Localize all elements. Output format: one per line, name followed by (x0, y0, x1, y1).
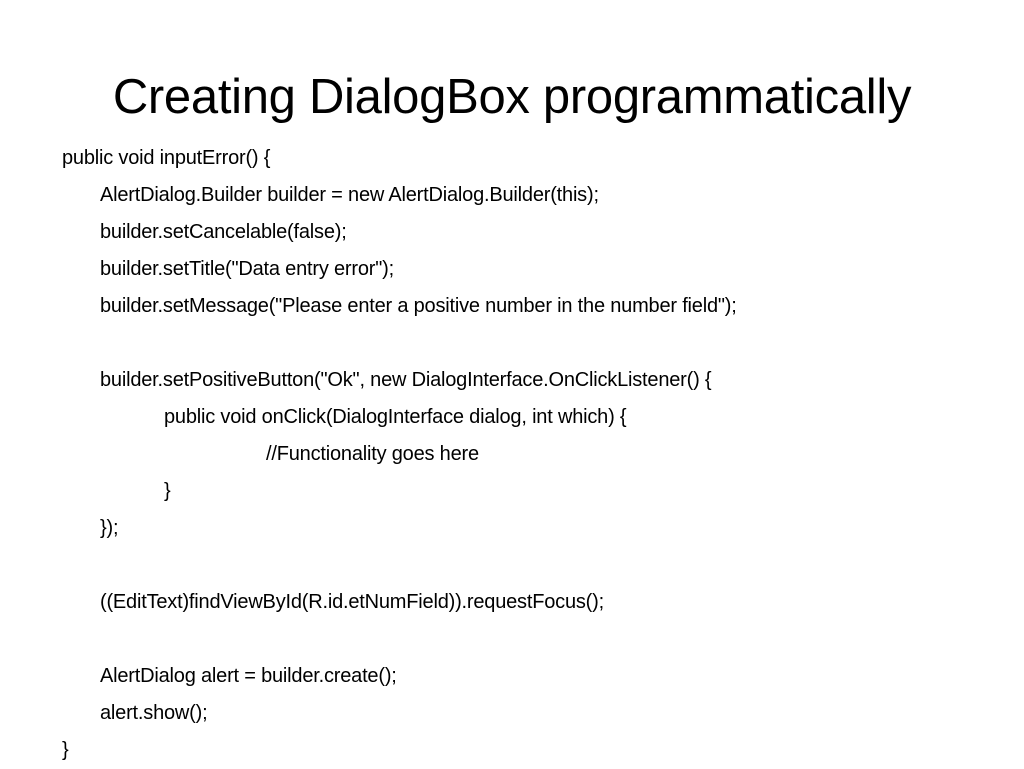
code-line: builder.setMessage("Please enter a posit… (100, 295, 737, 317)
code-comment: //Functionality goes here (266, 443, 479, 465)
code-line: public void onClick(DialogInterface dial… (164, 406, 627, 428)
blank-line (62, 325, 1002, 362)
code-line: } (62, 739, 69, 761)
code-line: }); (100, 517, 119, 539)
code-listing: public void inputError() { AlertDialog.B… (62, 140, 1002, 769)
blank-line (62, 547, 1002, 584)
slide-title: Creating DialogBox programmatically (112, 70, 912, 124)
code-line: alert.show(); (100, 702, 208, 724)
blank-line (62, 621, 1002, 658)
code-line: ((EditText)findViewById(R.id.etNumField)… (100, 591, 604, 613)
code-line: public void inputError() { (62, 147, 271, 169)
code-line: builder.setPositiveButton("Ok", new Dial… (100, 369, 712, 391)
code-line: AlertDialog.Builder builder = new AlertD… (100, 184, 599, 206)
code-line: builder.setTitle("Data entry error"); (100, 258, 394, 280)
code-line: AlertDialog alert = builder.create(); (100, 665, 397, 687)
code-line: builder.setCancelable(false); (100, 221, 347, 243)
code-line: } (164, 480, 171, 502)
